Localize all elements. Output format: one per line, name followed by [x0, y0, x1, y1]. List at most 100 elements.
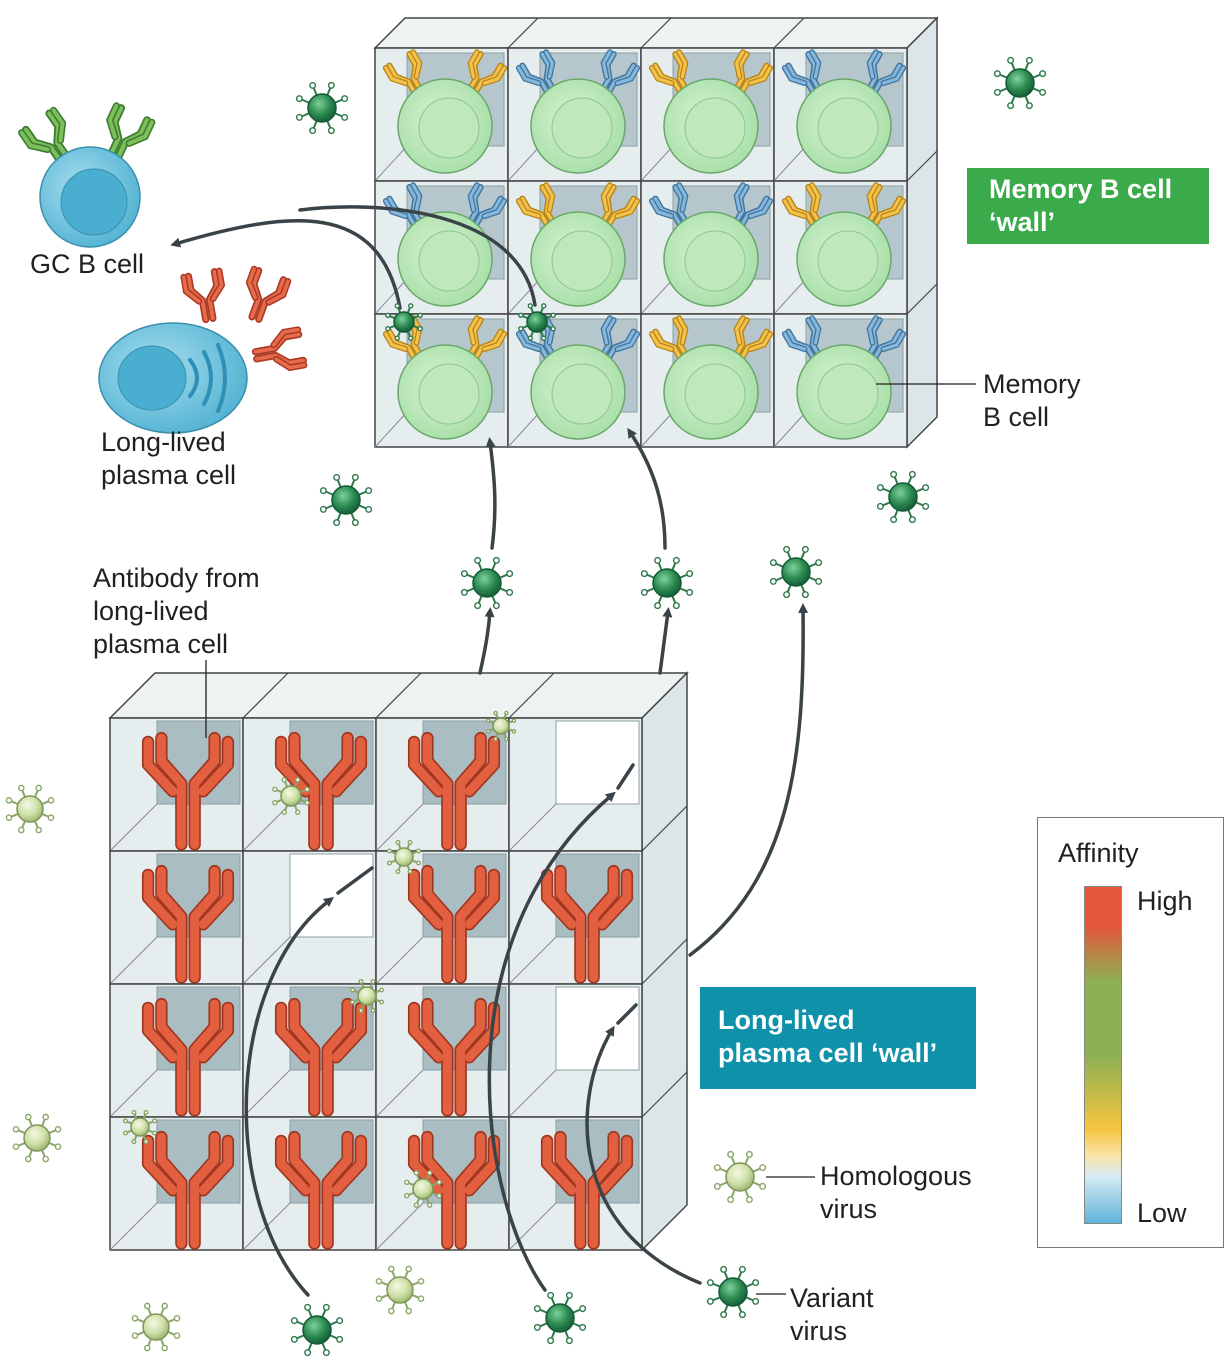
b-cell-receptor: [863, 182, 907, 233]
homologous-virus-icon: [5, 784, 55, 834]
memory-b-cell-nucleus: [551, 363, 613, 425]
memory-b-cell-wall-label: Memory B cell ‘wall’: [967, 168, 1209, 244]
b-cell-receptor: [105, 102, 156, 165]
free-cells: [18, 102, 308, 434]
affinity-legend: [1037, 817, 1224, 1248]
homologous-virus-icon: [404, 1170, 442, 1208]
memory-wall-slot: [773, 47, 908, 182]
arrow-dash: [336, 866, 374, 895]
arrow-dash: [616, 1003, 638, 1025]
memory-b-cell-nucleus: [551, 97, 613, 159]
legend-high-label: High: [1137, 886, 1193, 916]
memory-b-cell-nucleus: [418, 97, 480, 159]
plasma-wall-slot: [242, 983, 377, 1118]
antibody-from-plasma-cell-label: Antibody from long-lived plasma cell: [93, 563, 260, 659]
b-cell-receptor: [781, 49, 825, 100]
memory-wall-slot: [374, 313, 509, 448]
plasma-cell-antibody: [274, 731, 368, 851]
b-cell-receptor: [18, 106, 74, 169]
arrow-variant-path: [585, 1025, 702, 1285]
endoplasmic-reticulum: [202, 350, 213, 406]
plasma-wall-slot: [375, 1116, 510, 1251]
b-cell-receptor: [597, 315, 641, 366]
endoplasmic-reticulum: [188, 358, 199, 398]
arrow-up: [627, 427, 667, 550]
memory-wall-slot: [507, 180, 642, 315]
plasma-wall-slot: [375, 717, 510, 852]
memory-wall-slot: [640, 47, 775, 182]
plasma-wall-slot: [109, 850, 244, 985]
empty-slot: [555, 720, 640, 805]
b-cell-receptor: [730, 315, 774, 366]
memory-b-cell-label: Memory B cell: [983, 369, 1081, 432]
arrows: [170, 205, 809, 1297]
arrow-dash: [616, 763, 635, 790]
memory-wall-slot: [374, 180, 509, 315]
b-cell-receptor: [597, 182, 641, 233]
variant-virus-icon: [460, 556, 514, 610]
affinity-color-scale: [1084, 886, 1122, 1224]
memory-b-cell-nucleus: [418, 363, 480, 425]
memory-wall-slot: [773, 180, 908, 315]
variant-virus-icon: [876, 470, 930, 524]
homologous-virus-label: Homologous virus: [820, 1161, 972, 1224]
plasma-wall-slot: [508, 983, 643, 1118]
b-cell-receptor: [781, 182, 825, 233]
arrow-up: [478, 607, 495, 675]
arrow-escape-variant: [688, 603, 809, 957]
arrow-to-gc-b-cell-2: [298, 205, 537, 307]
wall-side-face: [906, 16, 938, 449]
plasma-wall-slot: [109, 1116, 244, 1251]
plasma-wall-slot: [109, 983, 244, 1118]
memory-wall-slot: [507, 47, 642, 182]
arrow-to-gc-b-cell: [170, 219, 402, 310]
legend-low-label: Low: [1137, 1198, 1187, 1228]
b-cell-receptor: [781, 315, 825, 366]
endoplasmic-reticulum: [216, 343, 227, 413]
memory-wall-slot: [773, 313, 908, 448]
plasma-cell-antibody: [407, 731, 501, 851]
memory-b-cell-nucleus: [817, 230, 879, 292]
b-cell-receptor: [464, 49, 508, 100]
plasma-cell-antibody: [141, 731, 235, 851]
arrow-up: [485, 437, 497, 550]
memory-b-cell-wall: [373, 16, 939, 449]
plasma-wall-slot: [109, 717, 244, 852]
b-cell-receptor: [863, 315, 907, 366]
b-cell-receptor: [863, 49, 907, 100]
b-cell-receptor: [464, 315, 508, 366]
variant-virus-icon: [533, 1291, 587, 1345]
b-cell-receptor: [515, 49, 559, 100]
b-cell-receptor: [648, 182, 692, 233]
variant-virus-icon: [706, 1265, 760, 1319]
plasma-wall-slot: [375, 983, 510, 1118]
gc-b-cell-label: GC B cell: [30, 249, 145, 279]
memory-wall-slot: [640, 180, 775, 315]
plasma-cell-wall-label: Long-lived plasma cell ‘wall’: [700, 987, 976, 1089]
legend-title: Affinity: [1058, 838, 1139, 868]
viruses: [5, 56, 1047, 1357]
gc-b-cell-nucleus: [60, 168, 128, 236]
homologous-virus-icon: [375, 1265, 425, 1315]
variant-virus-icon: [295, 81, 349, 135]
memory-b-cell-nucleus: [684, 363, 746, 425]
b-cell-receptor: [597, 49, 641, 100]
variant-virus-icon: [993, 56, 1047, 110]
plasma-wall-slot: [508, 1116, 643, 1251]
homologous-virus-icon: [122, 1109, 158, 1145]
memory-b-cell-nucleus: [817, 97, 879, 159]
memory-b-cell-nucleus: [418, 230, 480, 292]
b-cell-receptor: [251, 326, 308, 372]
b-cell-receptor: [382, 182, 426, 233]
homologous-virus-icon: [272, 777, 310, 815]
b-cell-receptor: [382, 49, 426, 100]
plasma-cell-antibody: [407, 864, 501, 984]
variant-virus-label: Variant virus: [790, 1283, 874, 1346]
plasma-cell-antibody: [540, 864, 634, 984]
long-lived-plasma-cell-label: Long-lived plasma cell: [101, 427, 237, 490]
plasma-cell-antibody: [274, 997, 368, 1117]
variant-virus-icon: [290, 1303, 344, 1357]
plasma-cell-antibody: [141, 997, 235, 1117]
homologous-virus-icon: [131, 1302, 181, 1352]
plasma-cell-antibody: [274, 1130, 368, 1250]
